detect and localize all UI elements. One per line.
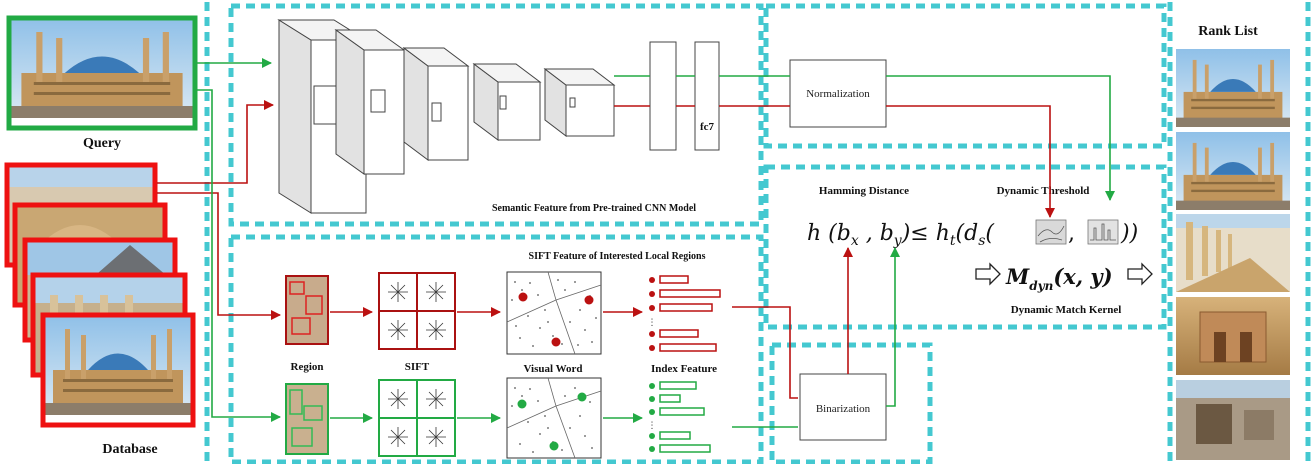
hamming-distance-label: Hamming Distance	[819, 185, 909, 197]
database-image-5	[40, 312, 196, 428]
formula-lhs: h (bx , by)≤ ht(ds(	[807, 221, 994, 249]
index-feature-label: Index Feature	[651, 363, 717, 375]
connectors	[157, 58, 1115, 428]
cnn-block-5	[543, 67, 616, 138]
cnn-region-box	[228, 3, 764, 227]
fc6-layer	[649, 41, 677, 151]
arrow-database-to-cnn	[157, 100, 274, 184]
index-feature-red: ⋮	[648, 275, 721, 352]
rank-item-4	[1176, 297, 1290, 375]
visual-word-label: Visual Word	[524, 363, 583, 375]
cnn-model	[277, 19, 720, 214]
kernel-arrow-left-icon	[975, 262, 1001, 286]
rank-item-1	[1176, 49, 1290, 127]
region-label: Region	[291, 361, 324, 373]
normalization-box	[789, 59, 887, 128]
binarization-label: Binarization	[816, 403, 871, 415]
threshold-thumb-skyline	[1087, 219, 1119, 245]
index-ellipsis-red: ⋮	[648, 318, 657, 328]
fc7-label: fc7	[700, 121, 715, 133]
cnn-caption: Semantic Feature from Pre-trained CNN Mo…	[492, 203, 696, 214]
arrow-binarization-to-by	[886, 247, 900, 407]
formula-comma: ,	[1068, 221, 1075, 246]
rank-item-5	[1176, 380, 1290, 460]
query-image	[6, 15, 198, 131]
kernel-region-box	[763, 164, 1167, 330]
dynamic-threshold-label: Dynamic Threshold	[997, 185, 1090, 197]
dynamic-match-kernel-label: Dynamic Match Kernel	[1011, 304, 1122, 316]
rank-item-3	[1176, 214, 1290, 292]
normalization-label: Normalization	[806, 88, 870, 100]
sift-caption: SIFT Feature of Interested Local Regions	[529, 251, 706, 262]
visual-word-red	[506, 271, 602, 355]
arrow-norm-to-threshold-red	[886, 105, 1055, 218]
region-thumb-red	[285, 275, 329, 345]
rank-item-2	[1176, 132, 1290, 210]
rank-list-label: Rank List	[1198, 24, 1258, 39]
cnn-block-3	[402, 47, 470, 161]
database-label: Database	[102, 442, 157, 457]
sift-region-box	[228, 234, 764, 464]
arrow-query-to-region	[195, 89, 281, 422]
matching-formula: h (bx , by)≤ ht(ds( , ))	[807, 219, 1138, 249]
arrow-norm-to-threshold-green	[886, 75, 1115, 201]
arrow-database-to-region	[157, 192, 281, 320]
binarization-box	[799, 373, 887, 441]
sift-grid-red	[378, 272, 456, 350]
threshold-thumb-map	[1035, 219, 1067, 245]
line-index-red-to-binarization	[732, 306, 798, 399]
rank-list	[1176, 49, 1290, 460]
region-boxes	[204, 2, 1311, 464]
cnn-block-4	[472, 63, 542, 141]
index-ellipsis-green: ⋮	[648, 421, 657, 431]
region-thumb-green	[285, 383, 329, 455]
query-label: Query	[83, 136, 121, 151]
index-feature-green: ⋮	[648, 381, 711, 453]
visual-word-green	[506, 377, 602, 459]
sift-grid-green	[378, 379, 456, 457]
kernel-formula: Mdyn(x, y)	[1005, 264, 1113, 293]
formula-close: ))	[1120, 221, 1138, 246]
sift-label: SIFT	[405, 361, 430, 373]
cnn-block-2	[334, 29, 406, 175]
binarization-region-box	[769, 342, 933, 464]
kernel-arrow-right-icon	[1127, 262, 1153, 286]
fc7-layer	[694, 41, 720, 151]
dynamic-match-kernel: Mdyn(x, y)	[975, 262, 1153, 293]
database-stack	[4, 162, 196, 428]
